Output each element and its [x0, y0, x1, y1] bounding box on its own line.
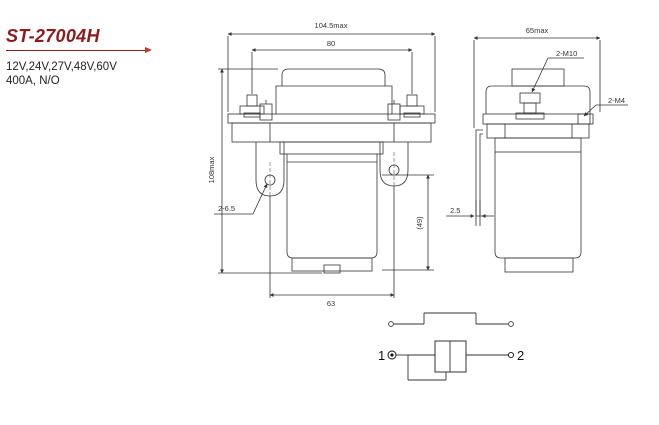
voltage-options: 12V,24V,27V,48V,60V [6, 61, 117, 73]
terminal-1-label: 1 [378, 348, 385, 363]
terminal-2-label: 2 [517, 348, 524, 363]
side-view-labels: 65max 2-M10 2-M4 2.5 [450, 26, 625, 215]
dim-main-studs: 2-M10 [556, 49, 577, 58]
dim-overall-height: 108max [207, 156, 216, 183]
dim-bolt-spacing: 80 [327, 39, 335, 48]
dim-mount-holes: 2-6.5 [218, 204, 235, 213]
title-arrow-icon [145, 47, 152, 53]
front-view [214, 32, 436, 298]
wiring-schematic [388, 312, 514, 381]
dim-bracket-thickness: 2.5 [450, 206, 460, 215]
dim-overall-width: 104.5max [315, 21, 348, 30]
schematic-terminals: 1 2 [378, 348, 524, 363]
dim-overall-depth: 65max [526, 26, 549, 35]
terminal-2-icon [507, 351, 515, 359]
product-code: ST-27004H [6, 26, 100, 46]
dim-body-height: (49) [415, 216, 424, 230]
terminal-1-dot-icon [390, 353, 394, 357]
current-rating: 400A, N/O [6, 75, 60, 87]
title-underline [6, 50, 146, 51]
side-view [446, 36, 628, 273]
dim-coil-studs: 2-M4 [608, 96, 625, 105]
product-header: ST-27004H 12V,24V,27V,48V,60V 400A, N/O [6, 26, 166, 87]
dim-body-width: 63 [327, 299, 335, 308]
front-view-labels: 104.5max 80 108max (49) 63 2-6.5 [207, 21, 424, 308]
